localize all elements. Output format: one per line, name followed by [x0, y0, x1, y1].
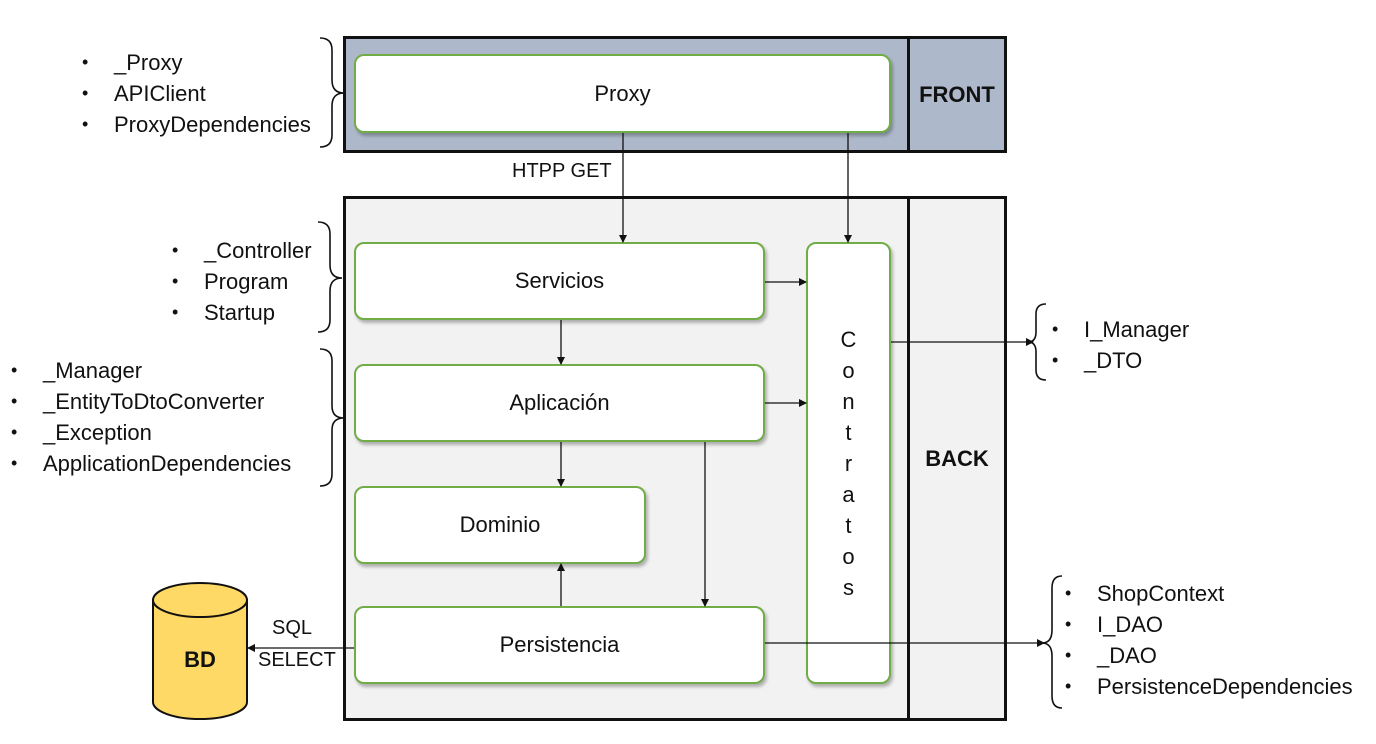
- contratos-letter: C: [840, 326, 857, 352]
- contratos-letter: r: [844, 450, 853, 476]
- list-item: _DTO: [1052, 345, 1189, 376]
- list-item: ShopContext: [1065, 578, 1353, 609]
- contratos-letter: n: [842, 388, 855, 414]
- back-label: BACK: [907, 199, 1004, 718]
- aplicacion-box: Aplicación: [354, 364, 765, 442]
- database-cylinder: [152, 582, 248, 720]
- list-item: _Manager: [11, 355, 291, 386]
- servicios-box: Servicios: [354, 242, 765, 320]
- brace-aplicacion: [319, 348, 345, 487]
- brace-proxy: [319, 37, 345, 148]
- brace-contratos: [1027, 303, 1047, 381]
- contratos-letter: o: [842, 543, 855, 569]
- db-label: BD: [184, 647, 216, 672]
- list-item: Startup: [172, 297, 312, 328]
- list-item: APIClient: [82, 78, 311, 109]
- sql-label: SQL: [272, 617, 313, 639]
- servicios-list: _Controller Program Startup: [172, 235, 312, 328]
- contratos-letter: t: [845, 512, 852, 538]
- list-item: _Proxy: [82, 47, 311, 78]
- brace-servicios: [317, 221, 343, 333]
- contratos-letter: a: [842, 481, 855, 507]
- aplicacion-list: _Manager _EntityToDtoConverter _Exceptio…: [11, 355, 291, 479]
- dominio-box: Dominio: [354, 486, 646, 564]
- http-get-label: HTPP GET: [512, 160, 612, 182]
- list-item: I_Manager: [1052, 314, 1189, 345]
- select-label: SELECT: [258, 649, 336, 671]
- list-item: ProxyDependencies: [82, 109, 311, 140]
- proxy-box: Proxy: [354, 54, 891, 133]
- list-item: _DAO: [1065, 640, 1353, 671]
- contratos-letter: s: [842, 574, 854, 600]
- list-item: I_DAO: [1065, 609, 1353, 640]
- list-item: Program: [172, 266, 312, 297]
- persistencia-list: ShopContext I_DAO _DAO PersistenceDepend…: [1065, 578, 1353, 702]
- contratos-letter: t: [845, 419, 852, 445]
- list-item: _EntityToDtoConverter: [11, 386, 291, 417]
- proxy-list: _Proxy APIClient ProxyDependencies: [82, 47, 311, 140]
- contratos-list: I_Manager _DTO: [1052, 314, 1189, 376]
- front-label: FRONT: [907, 39, 1004, 150]
- contratos-letter: o: [842, 357, 855, 383]
- brace-persistencia: [1041, 575, 1063, 709]
- list-item: PersistenceDependencies: [1065, 671, 1353, 702]
- list-item: _Exception: [11, 417, 291, 448]
- list-item: _Controller: [172, 235, 312, 266]
- list-item: ApplicationDependencies: [11, 448, 291, 479]
- persistencia-box: Persistencia: [354, 606, 765, 684]
